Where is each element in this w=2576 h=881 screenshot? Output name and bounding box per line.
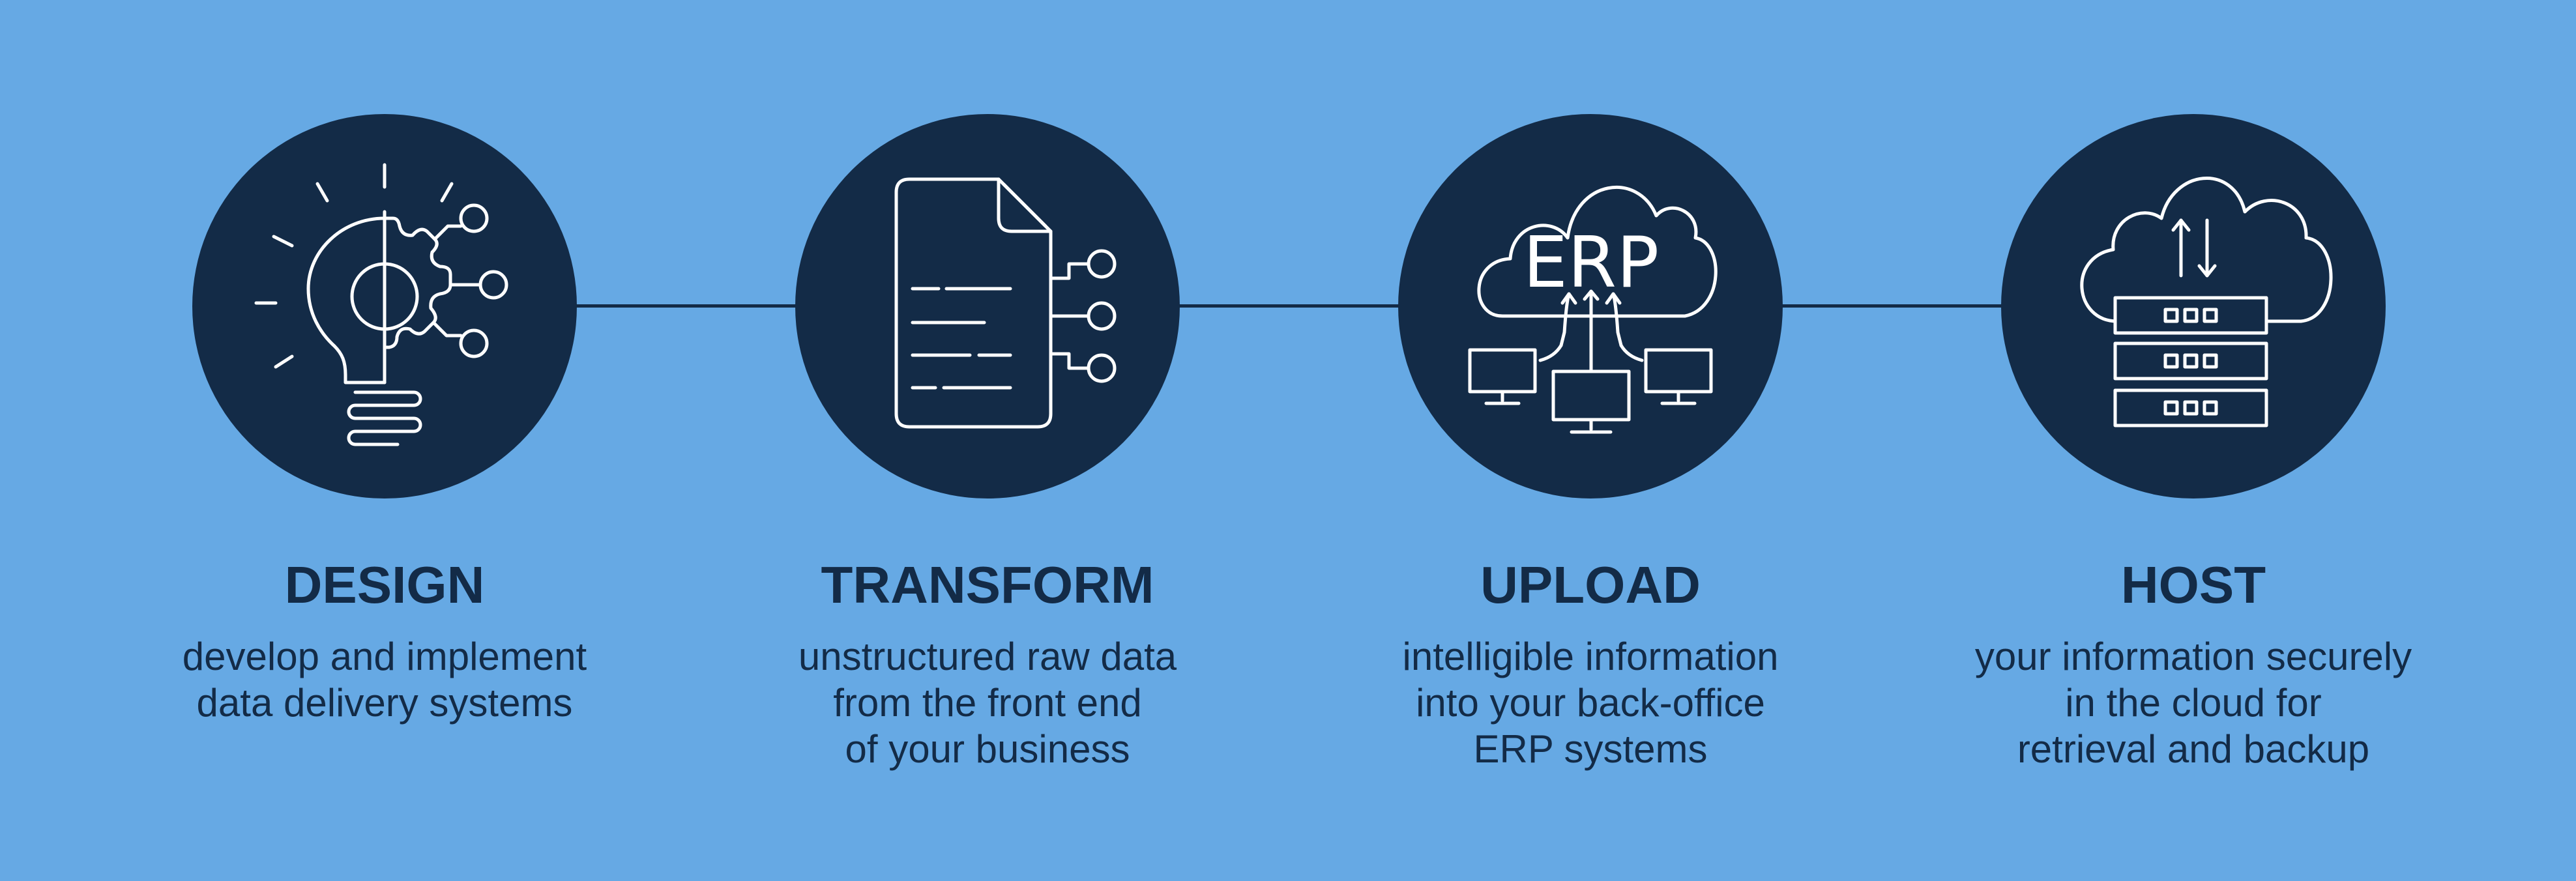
step-circle (795, 114, 1180, 498)
cloud-server-icon (2080, 177, 2333, 427)
step-host: HOST your information securely in the cl… (1907, 0, 2480, 881)
description-line: into your back-office (1416, 681, 1765, 725)
step-description: your information securely in the cloud f… (1907, 633, 2480, 772)
step-design: DESIGN develop and implement data delive… (98, 0, 671, 881)
description-line: your information securely (1974, 635, 2412, 678)
description-line: in the cloud for (2065, 681, 2322, 725)
step-upload: ERP (1304, 0, 1877, 881)
step-transform: TRANSFORM unstructured raw data from the… (701, 0, 1274, 881)
description-line: from the front end (833, 681, 1142, 725)
step-circle (2001, 114, 2386, 498)
step-title: UPLOAD (1480, 556, 1701, 614)
description-line: ERP systems (1473, 727, 1708, 771)
description-line: of your business (845, 727, 1130, 771)
step-description: develop and implement data delivery syst… (98, 633, 671, 726)
step-title: TRANSFORM (821, 556, 1154, 614)
document-network-icon (894, 177, 1117, 429)
step-title: DESIGN (284, 556, 485, 614)
lightbulb-gear-icon (254, 163, 508, 446)
connector-line-3 (1779, 304, 2004, 308)
step-description: intelligible information into your back-… (1304, 633, 1877, 772)
connector-line-2 (1177, 304, 1401, 308)
step-circle (192, 114, 577, 498)
step-circle: ERP (1398, 114, 1783, 498)
erp-cloud-upload-icon: ERP (1468, 186, 1718, 434)
connector-line-1 (574, 304, 798, 308)
description-line: intelligible information (1402, 635, 1779, 678)
step-title: HOST (2120, 556, 2266, 614)
description-line: unstructured raw data (798, 635, 1177, 678)
step-description: unstructured raw data from the front end… (701, 633, 1274, 772)
description-line: retrieval and backup (2017, 727, 2370, 771)
description-line: data delivery systems (196, 681, 573, 725)
description-line: develop and implement (182, 635, 587, 678)
